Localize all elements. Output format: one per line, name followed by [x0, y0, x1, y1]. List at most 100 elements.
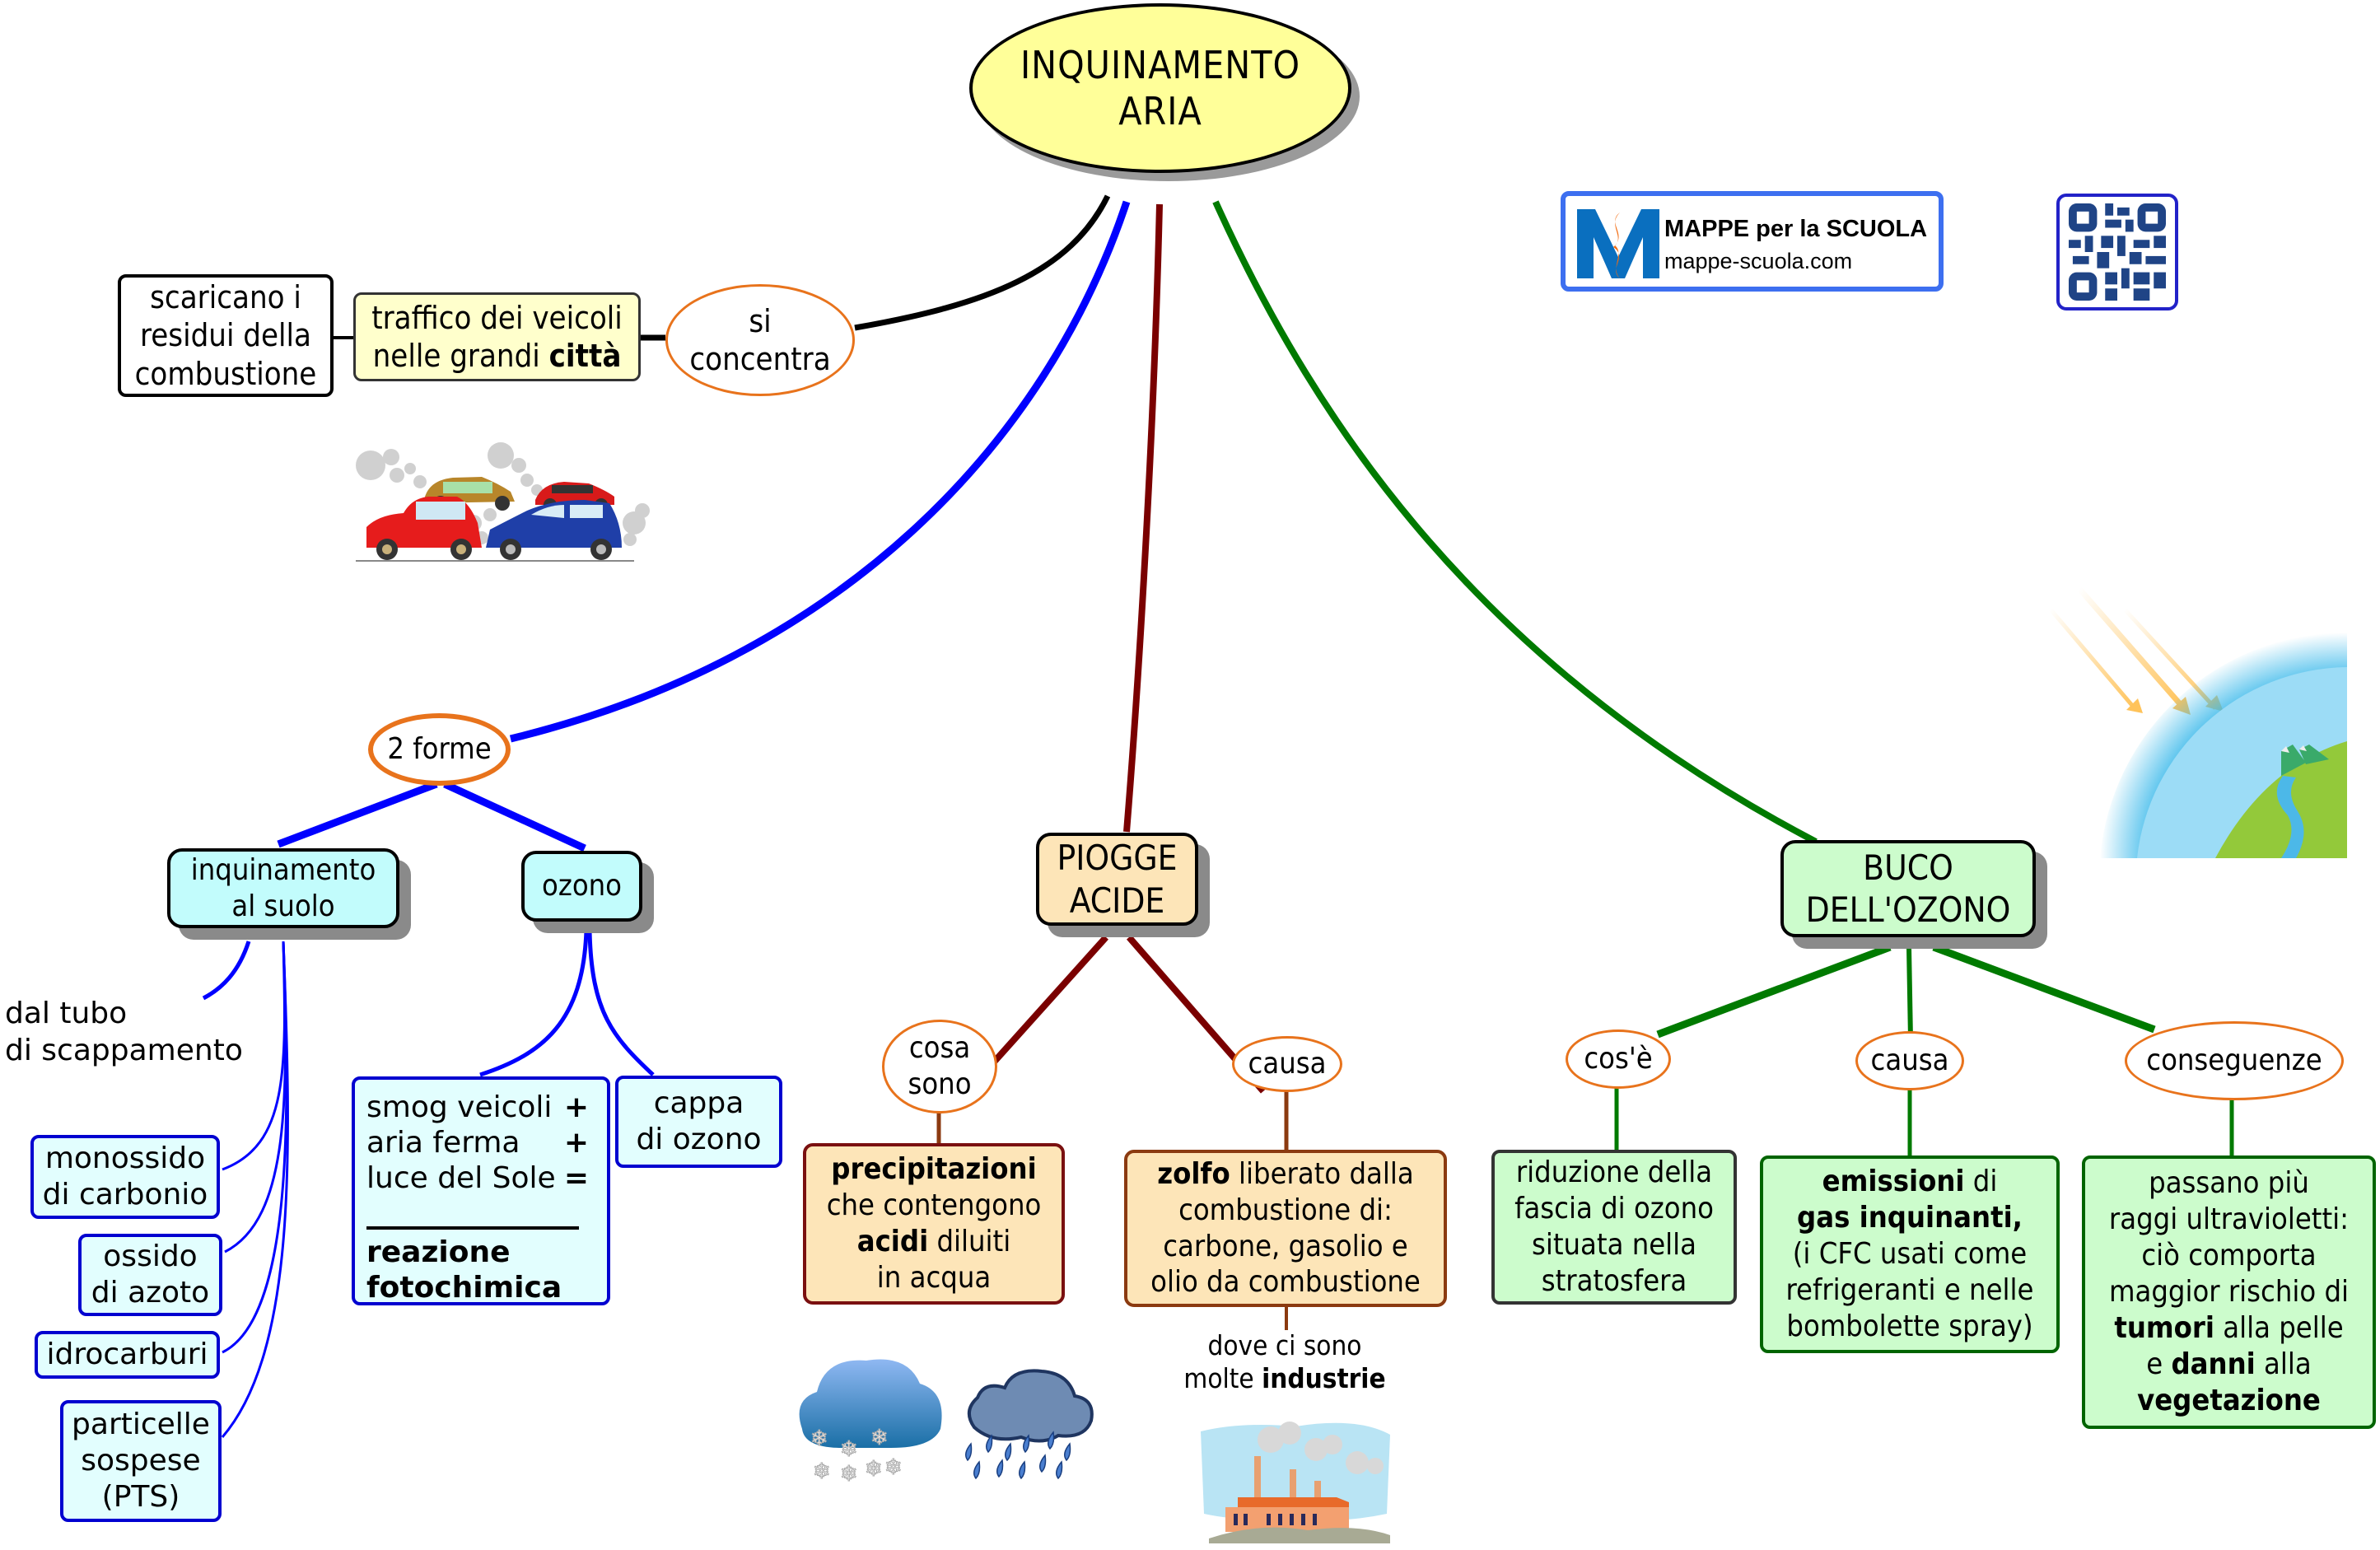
ozone-cap-node[interactable]: cappa di ozono [615, 1076, 782, 1168]
ground-pollution-node[interactable]: inquinamento al suolo [167, 848, 399, 928]
consequences-line6-rest: alla [2255, 1347, 2312, 1381]
mappe-logo-title: MAPPE per la SCUOLA [1664, 216, 1928, 242]
causa-ozone-text: causa [1870, 1043, 1949, 1078]
ozone-reduction-node[interactable]: riduzione della fascia di ozono situata … [1491, 1150, 1737, 1305]
precip-line4: in acqua [876, 1260, 992, 1295]
precipitation-node[interactable]: precipitazioni che contengono acidi dilu… [803, 1143, 1065, 1305]
smog-divider [366, 1226, 579, 1230]
mappe-logo-url[interactable]: mappe-scuola.com [1664, 249, 1853, 273]
link-piogge-to-cosa-sono [980, 935, 1108, 1077]
si-concentra-line1: si [749, 302, 772, 339]
pollutant-line: (PTS) [101, 1479, 180, 1514]
pollutant-line: di carbonio [42, 1178, 208, 1212]
pollutant-item[interactable]: idrocarburi [35, 1331, 220, 1379]
pollutant-item[interactable]: monossido di carbonio [30, 1135, 220, 1219]
ozone-hole-line2: DELL'OZONO [1805, 889, 2011, 930]
ozone-cap-line1: cappa [653, 1086, 744, 1121]
link-2-forme-to-ozono [443, 780, 586, 852]
consequences-bold6: danni [2171, 1347, 2256, 1381]
svg-text:❄: ❄ [870, 1426, 889, 1450]
smog-row-operator: + [563, 1090, 589, 1124]
link-buco-to-cose [1656, 943, 1892, 1039]
photochemical-smog-node[interactable]: smog veicoli+ aria ferma+ luce del Sole=… [352, 1076, 610, 1305]
link-label-cosa-sono[interactable]: cosa sono [882, 1020, 997, 1113]
link-label-causa-ozone[interactable]: causa [1855, 1031, 1964, 1090]
smog-row-operator: = [563, 1161, 589, 1196]
exhaust-pipe-label: dal tubo di scappamento [5, 995, 243, 1069]
earth-uv-rays-image [2049, 586, 2347, 858]
2-forme-text: 2 forme [387, 732, 492, 767]
qr-code-icon[interactable] [2056, 194, 2178, 310]
smog-row-operator: + [563, 1126, 589, 1160]
traffic-line2-bold: città [548, 338, 622, 374]
snow-cloud-icon: ❄❄❄ ❄❄❄❄ [799, 1359, 942, 1482]
consequences-bold7: vegetazione [2137, 1383, 2321, 1417]
ozone-hole-line1: BUCO [1863, 847, 1953, 888]
consequences-bold5: tumori [2114, 1310, 2214, 1345]
link-ozono-to-smog [479, 930, 589, 1077]
emissions-line3: (i CFC usati come [1792, 1237, 2028, 1272]
emissions-bold1: emissioni [1822, 1165, 1965, 1199]
cars-traffic-smog-image [356, 442, 650, 562]
emissions-node[interactable]: emissioni di gas inquinanti, (i CFC usat… [1760, 1155, 2060, 1353]
industries-line2: molte industrie [1183, 1362, 1385, 1395]
link-ozono-to-cappa [587, 930, 655, 1076]
sulfur-bold1: zolfo [1157, 1156, 1230, 1191]
svg-text:❄: ❄ [840, 1462, 858, 1482]
sulfur-node[interactable]: zolfo liberato dalla combustione di: car… [1124, 1150, 1447, 1307]
link-suolo-to-dal-tubo [202, 941, 251, 1001]
link-label-2-forme[interactable]: 2 forme [368, 713, 511, 786]
exhaust-line2: di scappamento [5, 1034, 243, 1067]
industries-line2-bold: industrie [1262, 1362, 1386, 1394]
residue-line1: scaricano i [150, 278, 301, 315]
svg-text:❄: ❄ [865, 1457, 883, 1482]
cosa-sono-line1: cosa [908, 1031, 971, 1066]
traffic-node[interactable]: traffico dei veicoli nelle grandi città [353, 292, 641, 381]
consequences-line6: e danni alla [2146, 1347, 2311, 1383]
pollutant-line: sospese [81, 1444, 201, 1478]
link-label-conseguenze[interactable]: conseguenze [2125, 1021, 2344, 1100]
smog-row: smog veicoli + [366, 1090, 589, 1125]
traffic-line1: traffico dei veicoli [371, 299, 623, 336]
traffic-line2-text: nelle grandi [372, 338, 549, 374]
ozone-node[interactable]: ozono [521, 851, 642, 922]
ozone-text: ozono [542, 869, 622, 903]
ozone-hole-node[interactable]: BUCO DELL'OZONO [1780, 840, 2036, 937]
precip-line3-rest: diluiti [928, 1225, 1011, 1258]
link-suolo-to-particelle [221, 941, 289, 1438]
conseguenze-text: conseguenze [2146, 1043, 2322, 1078]
acid-rain-node[interactable]: PIOGGE ACIDE [1036, 833, 1198, 926]
smog-row-text: smog veicoli [366, 1090, 553, 1124]
link-main-to-buco [1212, 200, 1818, 845]
smog-row-text: aria ferma [366, 1126, 520, 1160]
link-suolo-to-ossido [224, 941, 287, 1254]
industries-line2-text: molte [1183, 1362, 1262, 1394]
qr-code-pattern [2069, 203, 2166, 301]
acid-rain-line1: PIOGGE [1057, 838, 1178, 879]
combustion-residue-node[interactable]: scaricano i residui della combustione [118, 274, 334, 397]
pollutant-item[interactable]: particelle sospese (PTS) [60, 1400, 222, 1522]
svg-text:❄: ❄ [813, 1459, 831, 1482]
link-label-causa-acid[interactable]: causa [1232, 1036, 1342, 1092]
consequences-line4: maggior rischio di [2108, 1275, 2350, 1310]
cosa-sono-line2: sono [908, 1067, 972, 1101]
mappe-logo-box[interactable]: MAPPE per la SCUOLA mappe-scuola.com [1561, 191, 1944, 292]
cose-text: cos'è [1584, 1042, 1653, 1076]
causa-acid-text: causa [1248, 1047, 1327, 1081]
consequences-line6-pre: e [2146, 1347, 2172, 1381]
precip-line2: che contengono [826, 1188, 1042, 1223]
industries-line1: dove ci sono [1207, 1328, 1362, 1361]
sulfur-line3: carbone, gasolio e [1163, 1229, 1408, 1263]
consequences-node[interactable]: passano più raggi ultravioletti: ciò com… [2082, 1155, 2376, 1429]
mappe-m-logo-icon [1577, 209, 1659, 278]
pollutant-item[interactable]: ossido di azoto [78, 1234, 222, 1316]
exhaust-line1: dal tubo [5, 997, 128, 1030]
pollutant-line: di azoto [91, 1276, 210, 1310]
link-label-si-concentra[interactable]: si concentra [665, 284, 855, 396]
precip-line3: acidi diluiti [857, 1224, 1011, 1260]
link-main-to-si-concentra [854, 194, 1111, 331]
link-label-cose[interactable]: cos'è [1566, 1029, 1671, 1089]
main-topic[interactable]: INQUINAMENTO ARIA [969, 3, 1351, 173]
residue-line2: residui della [140, 317, 311, 354]
